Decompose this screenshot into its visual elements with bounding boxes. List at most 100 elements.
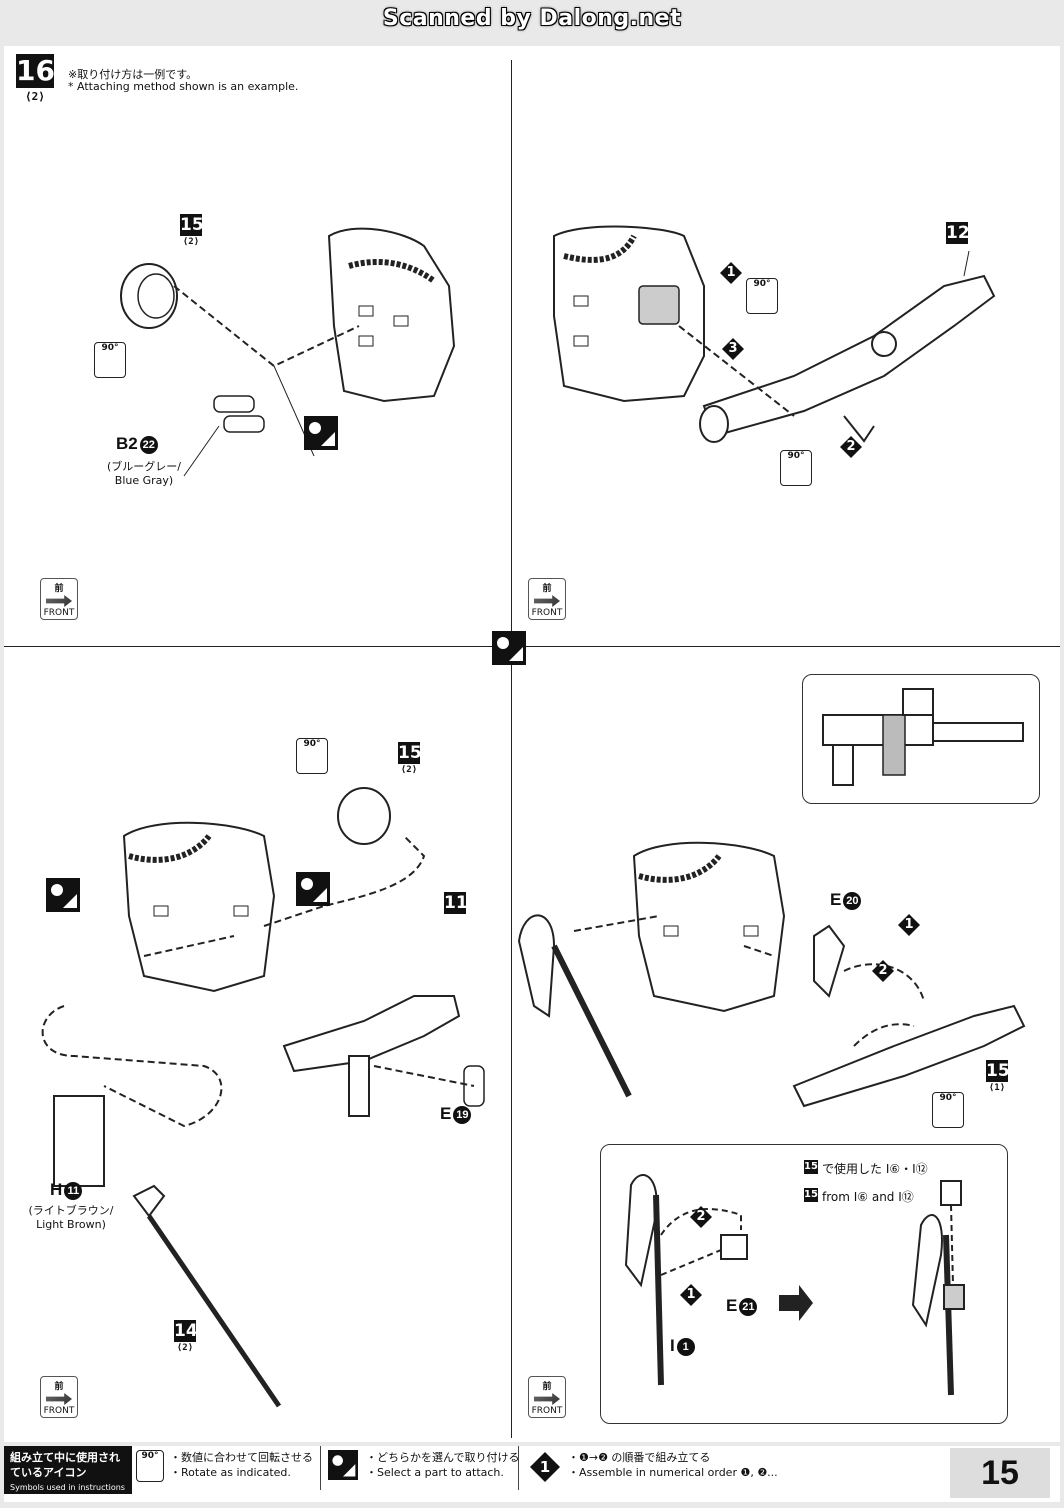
part-e21-num: 21 xyxy=(739,1297,758,1316)
rotate-label: 90° xyxy=(753,279,771,289)
legend-order-en: ・Assemble in numerical order ❶, ❷... xyxy=(568,1466,778,1479)
order-2-icon: 2 xyxy=(872,960,894,982)
rotate-90-icon: 90° xyxy=(932,1092,964,1128)
ref-step-15-sub: ⟨1⟩ xyxy=(988,1083,1006,1093)
front-direction-icon: 前 FRONT xyxy=(40,578,78,620)
order-1-icon: 1 xyxy=(680,1284,702,1306)
rotate-90-icon: 90° xyxy=(780,450,812,486)
detail-gun-drawing xyxy=(822,688,1024,786)
order-icon: 1 xyxy=(530,1452,560,1482)
part-h11-color-en: Light Brown) xyxy=(36,1218,106,1231)
legend-title-jp: 組み立て中に使用されているアイコン xyxy=(10,1451,120,1479)
note-en: * Attaching method shown is an example. xyxy=(68,80,299,93)
ref-step-15: 15 xyxy=(986,1060,1010,1082)
front-direction-icon: 前 FRONT xyxy=(528,578,566,620)
legend-choose-en: ・Select a part to attach. xyxy=(366,1466,504,1479)
part-i1-code: I xyxy=(670,1336,675,1355)
part-e19-code: E xyxy=(440,1104,452,1123)
part-e21-code: E xyxy=(726,1296,738,1315)
order-1-icon: 1 xyxy=(720,262,742,284)
detail-callout-gun xyxy=(802,674,1040,804)
step-sub: ⟨2⟩ xyxy=(25,90,45,103)
icon-legend: 組み立て中に使用されているアイコン Symbols used in instru… xyxy=(4,1446,1060,1502)
ref-step-15-sub: ⟨2⟩ xyxy=(182,237,200,247)
legend-separator xyxy=(518,1446,519,1490)
rotate-label: 90° xyxy=(939,1093,957,1103)
order-2-icon: 2 xyxy=(840,436,862,458)
front-en: FRONT xyxy=(43,1406,75,1416)
part-h11-color-jp: (ライトブラウン/ xyxy=(28,1204,114,1217)
divider-horizontal xyxy=(4,646,1060,647)
part-h11-code: H xyxy=(50,1180,63,1199)
choose-part-icon xyxy=(492,631,526,665)
order-3-icon: 3 xyxy=(722,338,744,360)
part-b2-color-en: Blue Gray) xyxy=(114,474,174,487)
front-en: FRONT xyxy=(43,608,75,618)
legend-choose-jp: ・どちらかを選んで取り付ける xyxy=(366,1451,520,1464)
legend-title: 組み立て中に使用されているアイコン Symbols used in instru… xyxy=(4,1446,132,1494)
rotate-90-icon: 90° xyxy=(136,1450,164,1482)
part-b2-num: 22 xyxy=(139,435,158,454)
rotate-90-icon: 90° xyxy=(746,278,778,314)
used-from-en: from I⑥ and I⑫ xyxy=(822,1190,914,1204)
ref-step-14: 14 xyxy=(174,1320,198,1342)
ref-step-15: 15 xyxy=(398,742,422,764)
part-i1-num: 1 xyxy=(676,1337,695,1356)
ref-step-14-sub: ⟨2⟩ xyxy=(176,1343,194,1353)
order-1-icon: 1 xyxy=(898,914,920,936)
bottom-right-drawing xyxy=(517,841,1026,1108)
front-arrow-icon xyxy=(46,595,72,607)
legend-separator xyxy=(320,1446,321,1490)
divider-vertical-bottom xyxy=(511,658,512,1438)
detail-axe-drawing xyxy=(624,1174,965,1396)
ref-step-12: 12 xyxy=(946,222,970,244)
ref-step-15-sub: ⟨2⟩ xyxy=(400,765,418,775)
instruction-sheet: 16 ⟨2⟩ ※取り付け方は一例です。 * Attaching method s… xyxy=(4,46,1060,1442)
note-jp: ※取り付け方は一例です。 xyxy=(68,68,198,81)
part-b2-color: (ブルーグレー/ Blue Gray) xyxy=(104,460,184,488)
front-arrow-icon xyxy=(534,595,560,607)
rotate-label: 90° xyxy=(101,343,119,353)
rotate-label: 90° xyxy=(787,451,805,461)
ref-step-11: 11 xyxy=(444,892,468,914)
front-jp: 前 xyxy=(542,1382,552,1392)
divider-vertical-top xyxy=(511,60,512,634)
used-from-jp: で使用した I⑥・I⑫ xyxy=(822,1162,928,1176)
watermark: Scanned by Dalong.net xyxy=(382,6,682,31)
legend-rotate-en: ・Rotate as indicated. xyxy=(170,1466,291,1479)
front-jp: 前 xyxy=(542,584,552,594)
rotate-90-icon: 90° xyxy=(94,342,126,378)
part-h11-color: (ライトブラウン/ Light Brown) xyxy=(26,1204,116,1232)
rotate-label: 90° xyxy=(303,739,321,749)
ref-step-15-small: 15 xyxy=(804,1188,818,1202)
front-arrow-icon xyxy=(534,1393,560,1405)
part-e19-num: 19 xyxy=(453,1105,472,1124)
choose-part-icon xyxy=(328,1450,358,1480)
choose-part-icon xyxy=(296,872,330,906)
part-h11-num: 11 xyxy=(64,1181,83,1200)
legend-rotate: ・数値に合わせて回転させる ・Rotate as indicated. xyxy=(170,1450,313,1480)
front-direction-icon: 前 FRONT xyxy=(528,1376,566,1418)
step-number: 16 xyxy=(16,54,55,88)
bottom-left-drawing xyxy=(41,787,485,1408)
detail-callout-axe xyxy=(600,1144,1008,1424)
order-2-icon: 2 xyxy=(690,1206,712,1228)
front-en: FRONT xyxy=(531,1406,563,1416)
legend-rotate-label: 90° xyxy=(141,1451,159,1461)
legend-order: ・❶→❷ の順番で組み立てる ・Assemble in numerical or… xyxy=(568,1450,778,1480)
choose-part-icon xyxy=(46,878,80,912)
front-direction-icon: 前 FRONT xyxy=(40,1376,78,1418)
top-right-drawing xyxy=(553,225,996,443)
front-arrow-icon xyxy=(46,1393,72,1405)
part-e20-code: E xyxy=(830,890,842,909)
legend-rotate-jp: ・数値に合わせて回転させる xyxy=(170,1451,313,1464)
top-left-drawing xyxy=(120,227,456,477)
ref-step-15: 15 xyxy=(180,214,204,236)
rotate-90-icon: 90° xyxy=(296,738,328,774)
front-jp: 前 xyxy=(54,584,64,594)
front-jp: 前 xyxy=(54,1382,64,1392)
